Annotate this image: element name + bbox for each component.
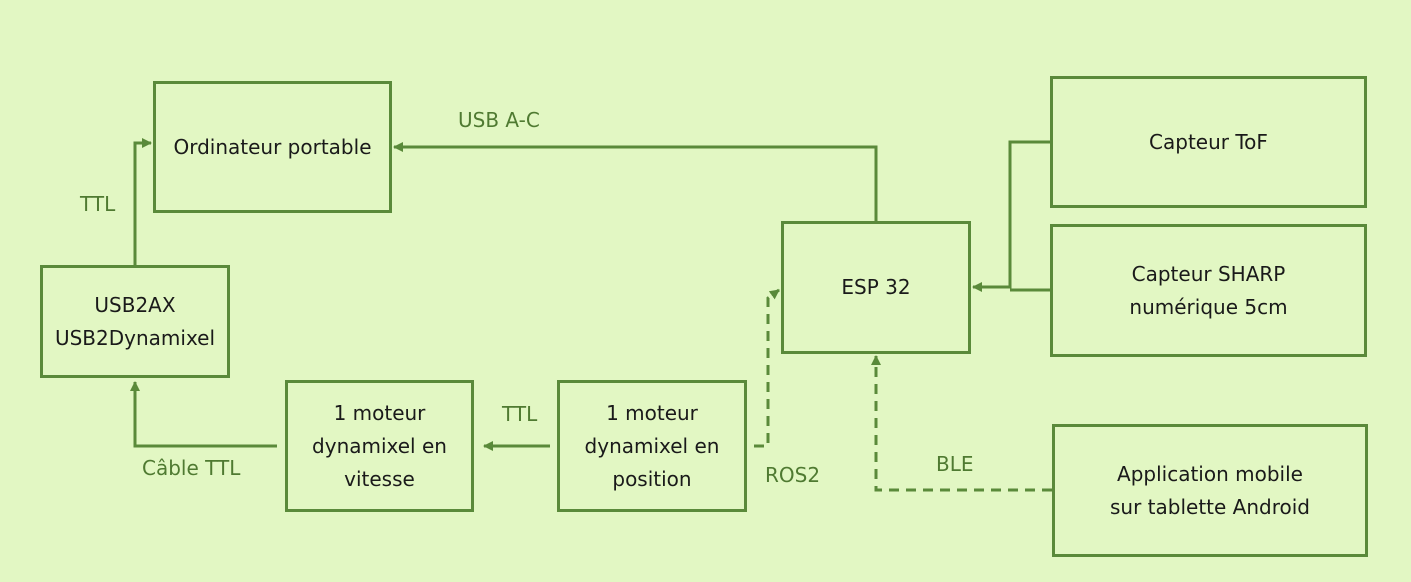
edge-tof-to-esp (972, 140, 1050, 292)
usb2ax-line-2: USB2Dynamixel (54, 325, 216, 350)
esp32-line-1: ESP 32 (841, 275, 911, 299)
motor-position-line-2: dynamixel en (584, 433, 720, 458)
node-sharp: Capteur SHARP numérique 5cm (1050, 224, 1367, 357)
edge-cable-ttl (130, 381, 277, 448)
motor-speed-line-2: dynamixel en (312, 433, 447, 458)
label-ros2: ROS2 (765, 463, 821, 487)
motor-position-line-1: 1 moteur (606, 400, 698, 425)
usb2ax-line-1: USB2AX (94, 292, 176, 317)
sharp-line-1: Capteur SHARP (1131, 261, 1286, 286)
node-tof: Capteur ToF (1050, 76, 1367, 208)
node-motor-position: 1 moteur dynamixel en position (557, 380, 747, 512)
node-esp32: ESP 32 (781, 221, 971, 354)
node-app: Application mobile sur tablette Android (1052, 424, 1368, 557)
label-ttl-up: TTL (80, 192, 116, 216)
sharp-line-2: numérique 5cm (1129, 294, 1288, 319)
laptop-line-1: Ordinateur portable (173, 134, 372, 159)
label-usb-ac: USB A-C (458, 108, 540, 132)
label-ttl-motors: TTL (502, 402, 538, 426)
edge-ble (871, 355, 1052, 492)
edge-ros2 (754, 288, 780, 448)
edge-ttl-up (133, 138, 152, 266)
app-line-2: sur tablette Android (1110, 494, 1310, 519)
motor-speed-line-1: 1 moteur (333, 400, 426, 425)
tof-line-1: Capteur ToF (1149, 129, 1268, 154)
motor-speed-line-3: vitesse (344, 466, 415, 491)
edge-usb-ac (393, 142, 878, 222)
node-usb2ax: USB2AX USB2Dynamixel (40, 265, 230, 378)
label-cable-ttl: Câble TTL (142, 456, 241, 480)
node-laptop: Ordinateur portable (153, 81, 392, 213)
label-ble: BLE (936, 452, 974, 476)
motor-position-line-3: position (612, 466, 692, 491)
app-line-1: Application mobile (1117, 461, 1303, 486)
node-motor-speed: 1 moteur dynamixel en vitesse (285, 380, 474, 512)
